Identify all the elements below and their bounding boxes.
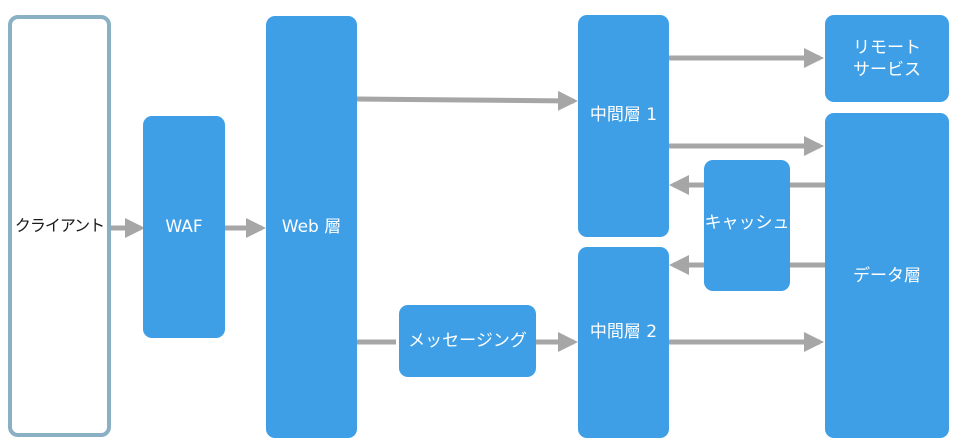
- data-tier-label: データ層: [853, 265, 921, 286]
- waf-node: WAF: [143, 116, 225, 338]
- middle-tier-2-node: 中間層 2: [578, 247, 669, 438]
- client-node: クライアント: [8, 15, 111, 437]
- data-tier-node: データ層: [825, 113, 949, 438]
- middle-tier-2-label: 中間層 2: [589, 321, 658, 342]
- waf-label: WAF: [165, 217, 203, 237]
- remote-service-node: リモート サービス: [825, 15, 949, 102]
- middle-tier-1-label: 中間層 1: [589, 105, 658, 125]
- client-label: クライアント: [14, 216, 105, 235]
- messaging-label: メッセージング: [408, 331, 527, 351]
- messaging-node: メッセージング: [399, 305, 536, 377]
- cache-label: キャッシュ: [704, 212, 790, 233]
- web-tier-label: Web 層: [281, 217, 342, 237]
- remote-service-label: リモート サービス: [853, 37, 921, 80]
- cache-node: キャッシュ: [704, 160, 790, 291]
- arrow-web-to-mid1: [356, 90, 578, 111]
- middle-tier-1-node: 中間層 1: [578, 15, 669, 237]
- web-tier-node: Web 層: [266, 16, 357, 438]
